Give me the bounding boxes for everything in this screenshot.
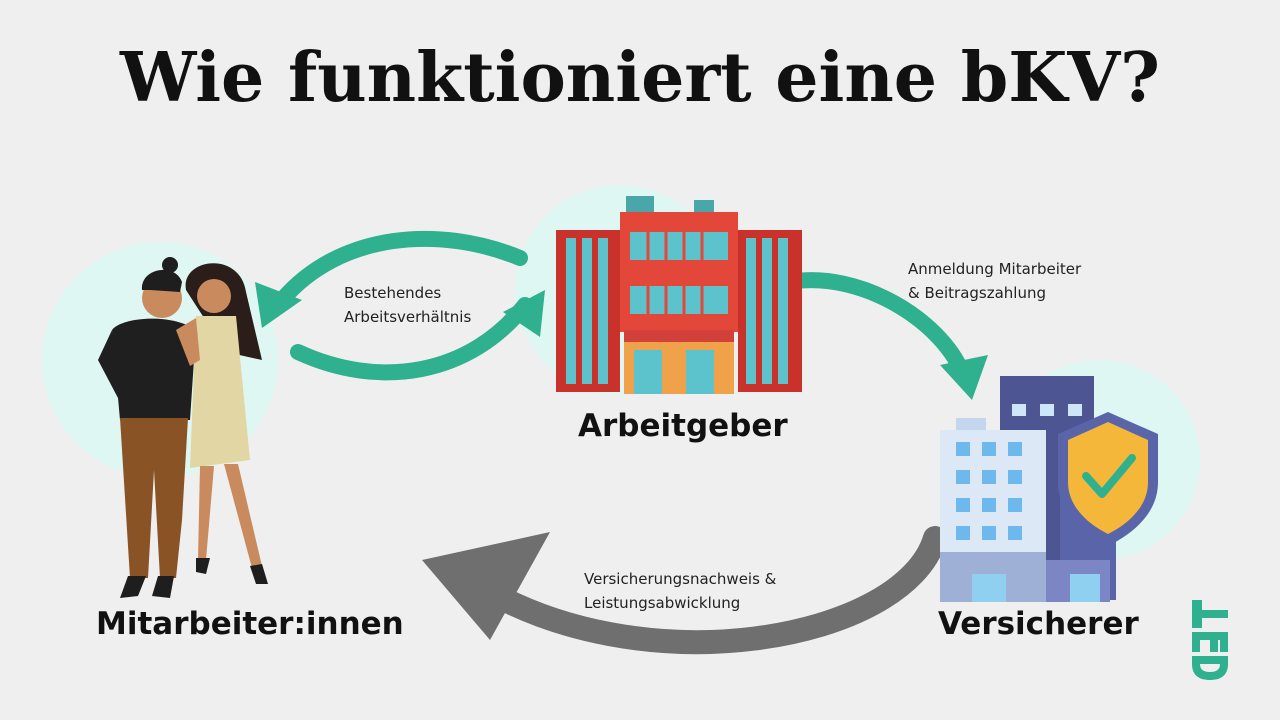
- arrow-employees-to-employer: [290, 290, 545, 381]
- ted-logo: [1192, 600, 1228, 680]
- edge-label-employment-line1: Bestehendes: [344, 284, 442, 302]
- employer-building-icon: [556, 196, 802, 394]
- arrow-employer-to-employees: [255, 230, 528, 328]
- edge-label-benefits: Versicherungsnachweis & Leistungsabwickl…: [584, 567, 776, 615]
- edge-label-registration-line1: Anmeldung Mitarbeiter: [908, 260, 1082, 278]
- node-label-employer: Arbeitgeber: [578, 408, 788, 444]
- arrow-employer-to-insurer: [782, 272, 988, 400]
- edge-label-employment-line2: Arbeitsverhältnis: [344, 308, 472, 326]
- edge-label-benefits-line2: Leistungsabwicklung: [584, 594, 741, 612]
- arrow-insurer-to-employees: [422, 526, 947, 655]
- node-label-insurer: Versicherer: [938, 606, 1139, 642]
- employees-couple-icon: [98, 257, 268, 598]
- page-title: Wie funktioniert eine bKV?: [120, 38, 1160, 118]
- edge-label-registration: Anmeldung Mitarbeiter & Beitragszahlung: [908, 257, 1081, 305]
- edge-label-employment: Bestehendes Arbeitsverhältnis: [344, 281, 471, 329]
- shield-check-icon: [1058, 412, 1158, 546]
- edge-label-benefits-line1: Versicherungsnachweis &: [584, 570, 777, 588]
- edge-label-registration-line2: & Beitragszahlung: [908, 284, 1047, 302]
- node-label-employees: Mitarbeiter:innen: [96, 606, 404, 642]
